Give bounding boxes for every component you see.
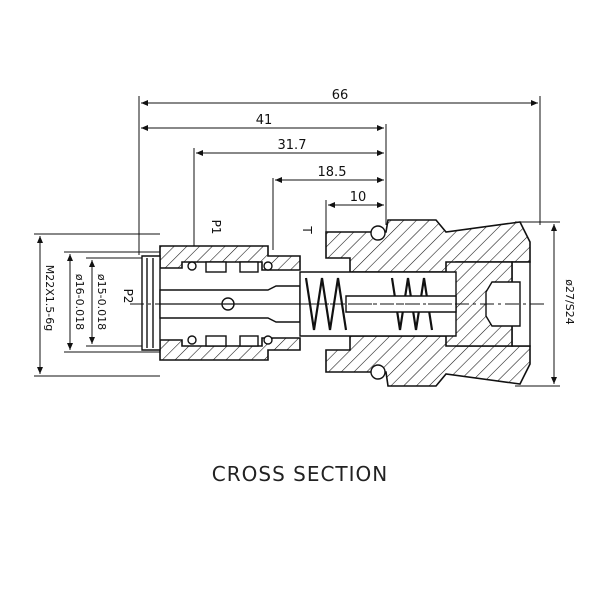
diameter-15-label: ø15-0.018 (95, 274, 108, 330)
left-dimension-lines: M22X1.5-6g ø16-0.018 ø15-0.018 (34, 233, 160, 377)
diameter-16-label: ø16-0.018 (73, 274, 86, 330)
right-dimension-lines: ø27/S24 (515, 221, 576, 387)
caption-cross-section: CROSS SECTION (212, 462, 388, 486)
dim-to-seat: 18.5 (318, 165, 347, 180)
dim-to-port-p1: 31.7 (278, 138, 307, 153)
dim-overall-length: 66 (332, 88, 349, 103)
top-dimension-lines: 66 41 31.7 18.5 10 (138, 88, 541, 255)
port-p2-label: P2 (121, 289, 135, 304)
port-t-label: T (300, 225, 314, 234)
thread-spec-label: M22X1.5-6g (43, 265, 56, 331)
port-p1-label: P1 (209, 220, 223, 235)
dim-to-groove: 41 (256, 113, 273, 128)
dim-seat-width: 10 (350, 190, 367, 205)
hex-size-label: ø27/S24 (563, 279, 576, 324)
valve-body (130, 219, 545, 387)
